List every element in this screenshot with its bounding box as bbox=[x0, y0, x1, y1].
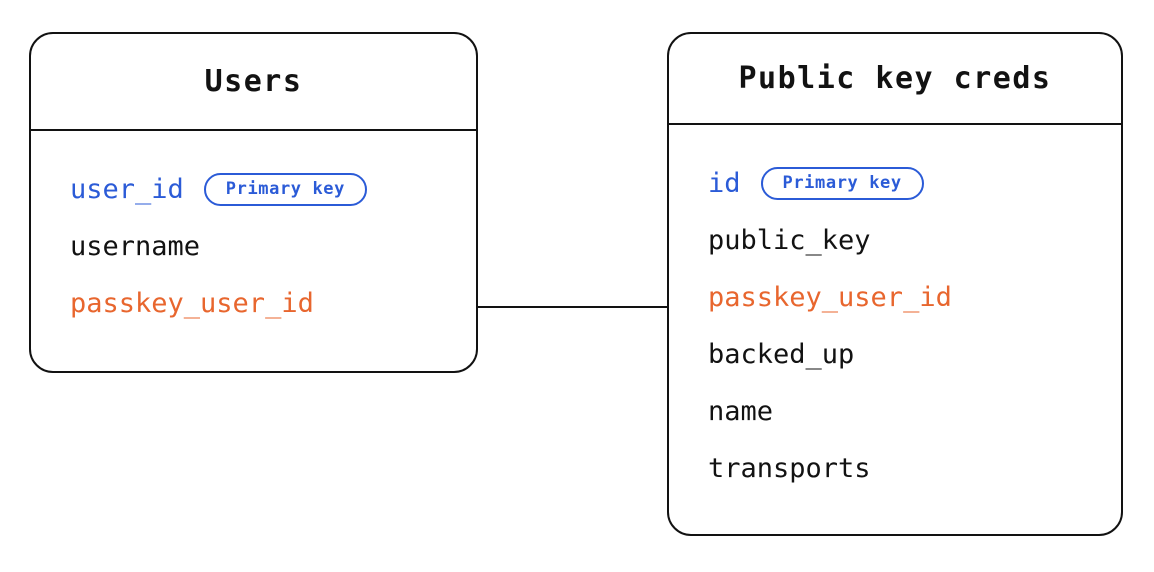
field-name: id bbox=[708, 168, 741, 199]
field-name: user_id bbox=[70, 174, 184, 205]
field-row[interactable]: backed_up bbox=[708, 326, 1121, 383]
field-name: transports bbox=[708, 453, 871, 484]
entity-header-pkc: Public key creds bbox=[669, 34, 1121, 125]
field-name: backed_up bbox=[708, 339, 855, 370]
field-row[interactable]: username bbox=[70, 218, 476, 275]
field-name: name bbox=[708, 396, 774, 427]
relationship-connector bbox=[478, 306, 667, 308]
field-row[interactable]: id Primary key bbox=[708, 155, 1121, 212]
field-row[interactable]: passkey_user_id bbox=[708, 269, 1121, 326]
field-row[interactable]: public_key bbox=[708, 212, 1121, 269]
field-name: public_key bbox=[708, 225, 871, 256]
field-name: username bbox=[70, 231, 201, 262]
primary-key-badge: Primary key bbox=[203, 173, 367, 206]
field-row[interactable]: transports bbox=[708, 440, 1121, 497]
field-name: passkey_user_id bbox=[70, 288, 314, 319]
field-row[interactable]: user_id Primary key bbox=[70, 161, 476, 218]
field-row[interactable]: name bbox=[708, 383, 1121, 440]
entity-header-users: Users bbox=[31, 34, 476, 131]
field-name: passkey_user_id bbox=[708, 282, 952, 313]
field-row[interactable]: passkey_user_id bbox=[70, 275, 476, 332]
primary-key-badge: Primary key bbox=[760, 167, 924, 200]
entity-title: Users bbox=[204, 63, 303, 99]
entity-title: Public key creds bbox=[738, 60, 1052, 96]
